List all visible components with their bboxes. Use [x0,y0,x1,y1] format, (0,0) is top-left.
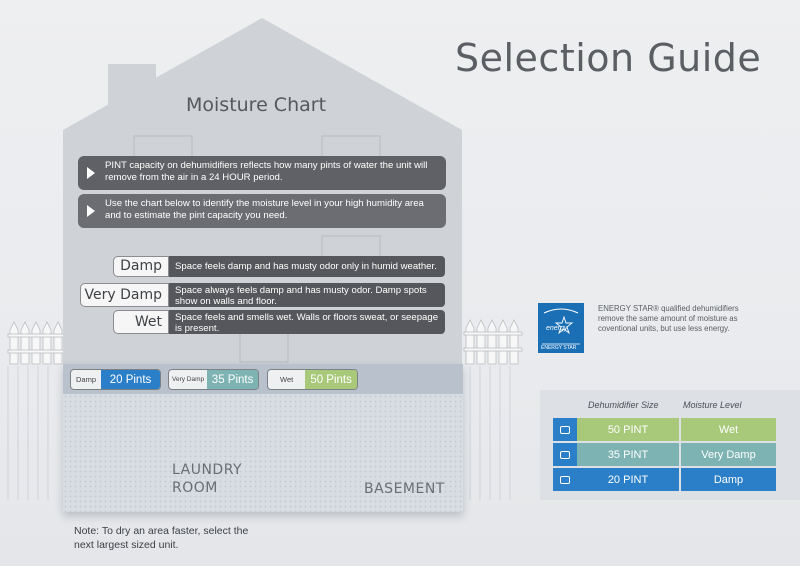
energy-star-logo-text: energy [546,325,568,332]
page-title: Selection Guide [455,36,762,80]
energy-star-description: ENERGY STAR® qualified dehumidifiers rem… [598,304,768,334]
fence-left [7,321,67,365]
star-icon [542,308,580,345]
ground-lines [7,366,511,500]
row-level: Damp [681,468,776,491]
tag-very-damp-label: Very Damp [172,376,205,383]
arrow-right-icon [87,167,95,179]
tag-wet-value: 50 Pints [305,370,357,389]
pint-capacity-text: PINT capacity on dehumidifiers reflects … [105,160,428,183]
level-very-damp-desc: Space always feels damp and has musty od… [169,283,445,307]
tag-very-damp-value: 35 Pints [207,370,258,389]
table-header-size: Dehumidifier Size [588,400,659,410]
table-row: 50 PINT Wet [553,418,776,441]
table-header-level: Moisture Level [683,400,742,410]
tag-wet: Wet 50 Pints [267,369,358,390]
level-wet-desc: Space feels and smells wet. Walls or flo… [169,310,445,334]
arrow-right-icon [87,205,95,217]
table-row: 35 PINT Very Damp [553,443,776,466]
moisture-chart-title: Moisture Chart [186,94,327,116]
note: Note: To dry an area faster, select the … [74,524,248,552]
tag-wet-label: Wet [280,375,294,384]
row-level: Wet [681,418,776,441]
energy-star-line3: coventional units, but use less energy. [598,324,730,333]
tag-damp-value: 20 Pints [101,370,160,389]
pint-capacity-info: PINT capacity on dehumidifiers reflects … [78,156,446,190]
level-wet-label: Wet [113,310,169,334]
energy-star-icon [553,418,577,441]
chart-usage-info: Use the chart below to identify the mois… [78,194,446,228]
tag-damp-label: Damp [76,375,97,384]
energy-star-line2: remove the same amount of moisture as [598,314,738,323]
basement-label: BASEMENT [364,481,445,497]
row-level: Very Damp [681,443,776,466]
tag-very-damp: Very Damp 35 Pints [168,369,259,390]
tag-damp: Damp 20 Pints [70,369,161,390]
fence-right [463,319,523,365]
row-size: 50 PINT [577,418,679,441]
row-size: 20 PINT [577,468,679,491]
energy-star-icon [553,443,577,466]
energy-star-icon [553,468,577,491]
table-row: 20 PINT Damp [553,468,776,491]
energy-star-line1: ENERGY STAR® qualified dehumidifiers [598,304,739,313]
energy-star-caption: ENERGY STAR [541,345,577,351]
laundry-label-line1: LAUNDRY [172,462,243,478]
row-size: 35 PINT [577,443,679,466]
level-very-damp-label: Very Damp [80,283,169,307]
energy-star-logo: energy ENERGY STAR [538,303,584,353]
level-damp-label: Damp [113,256,169,277]
note-line2: next largest sized unit. [74,539,179,551]
laundry-label-line2: ROOM [172,480,218,496]
chart-usage-text: Use the chart below to identify the mois… [105,198,424,221]
level-damp-desc: Space feels damp and has musty odor only… [169,256,445,277]
note-line1: Note: To dry an area faster, select the [74,525,249,537]
